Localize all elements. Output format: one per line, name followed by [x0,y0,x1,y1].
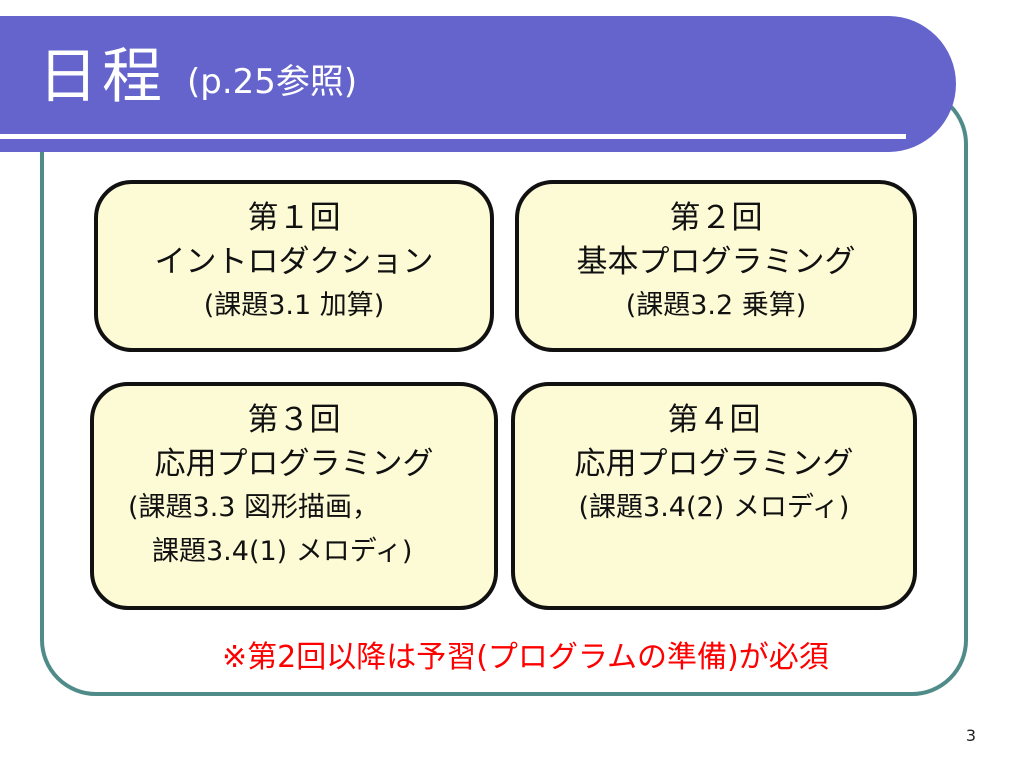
page-number: 3 [965,726,976,745]
session-card-1: 第１回 イントロダクション (課題3.1 加算) [94,180,494,352]
session-heading: 第４回 [667,402,761,438]
session-heading: 第３回 [247,402,341,438]
session-heading: 第１回 [247,200,341,236]
session-task: (課題3.3 図形描画， [128,492,380,523]
slide-title: 日程 [38,42,166,112]
title-band [0,16,956,152]
session-topic: 応用プログラミング [574,446,854,482]
session-card-2: 第２回 基本プログラミング (課題3.2 乗算) [515,180,917,352]
session-task: (課題3.4(2) メロディ) [578,492,850,523]
session-heading: 第２回 [669,200,763,236]
session-task: 課題3.4(1) メロディ) [152,536,413,567]
slide-title-reference: (p.25参照) [187,62,358,102]
preparation-note: ※第2回以降は予習(プログラムの準備)が必須 [222,640,829,675]
session-task: (課題3.1 加算) [203,290,385,321]
session-topic: 基本プログラミング [576,244,856,280]
session-task: (課題3.2 乗算) [625,290,807,321]
title-underline [0,134,906,139]
session-card-4: 第４回 応用プログラミング (課題3.4(2) メロディ) [511,382,917,610]
session-card-3: 第３回 応用プログラミング (課題3.3 図形描画， 課題3.4(1) メロディ… [90,382,498,610]
session-topic: イントロダクション [154,244,434,280]
session-topic: 応用プログラミング [154,446,434,482]
